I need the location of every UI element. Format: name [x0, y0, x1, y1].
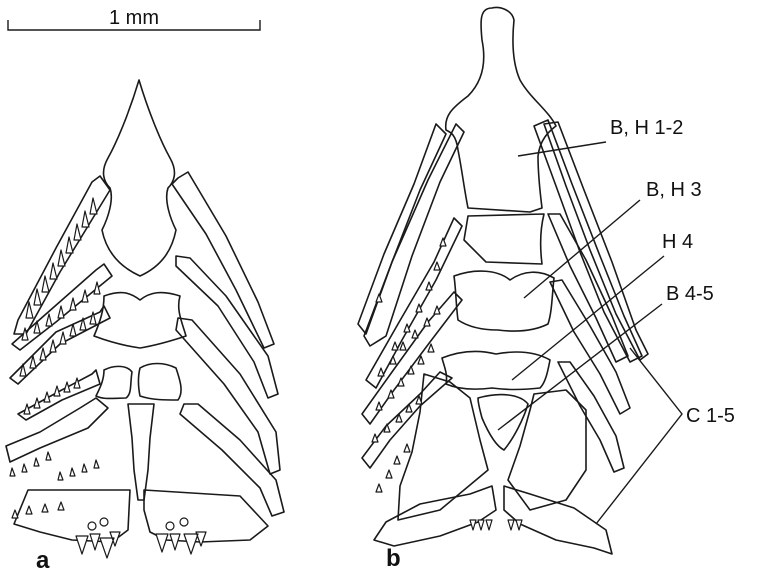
panel-b-drawing [358, 8, 648, 555]
gill-rakers-a [10, 198, 100, 518]
panel-label-a: a [36, 547, 50, 574]
scale-bar-label: 1 mm [109, 7, 159, 29]
panel-label-b: b [386, 545, 401, 572]
tooth-cluster-a [76, 518, 206, 558]
panel-a-drawing [6, 80, 284, 558]
scale-bar: 1 mm [8, 7, 260, 30]
label-b-4-5: B 4-5 [666, 283, 714, 305]
gill-rakers-b [372, 238, 446, 492]
label-h-4: H 4 [662, 231, 693, 253]
label-b-h-3: B, H 3 [646, 179, 702, 201]
label-c-1-5: C 1-5 [686, 405, 735, 427]
label-b-h-1-2: B, H 1-2 [610, 117, 683, 139]
